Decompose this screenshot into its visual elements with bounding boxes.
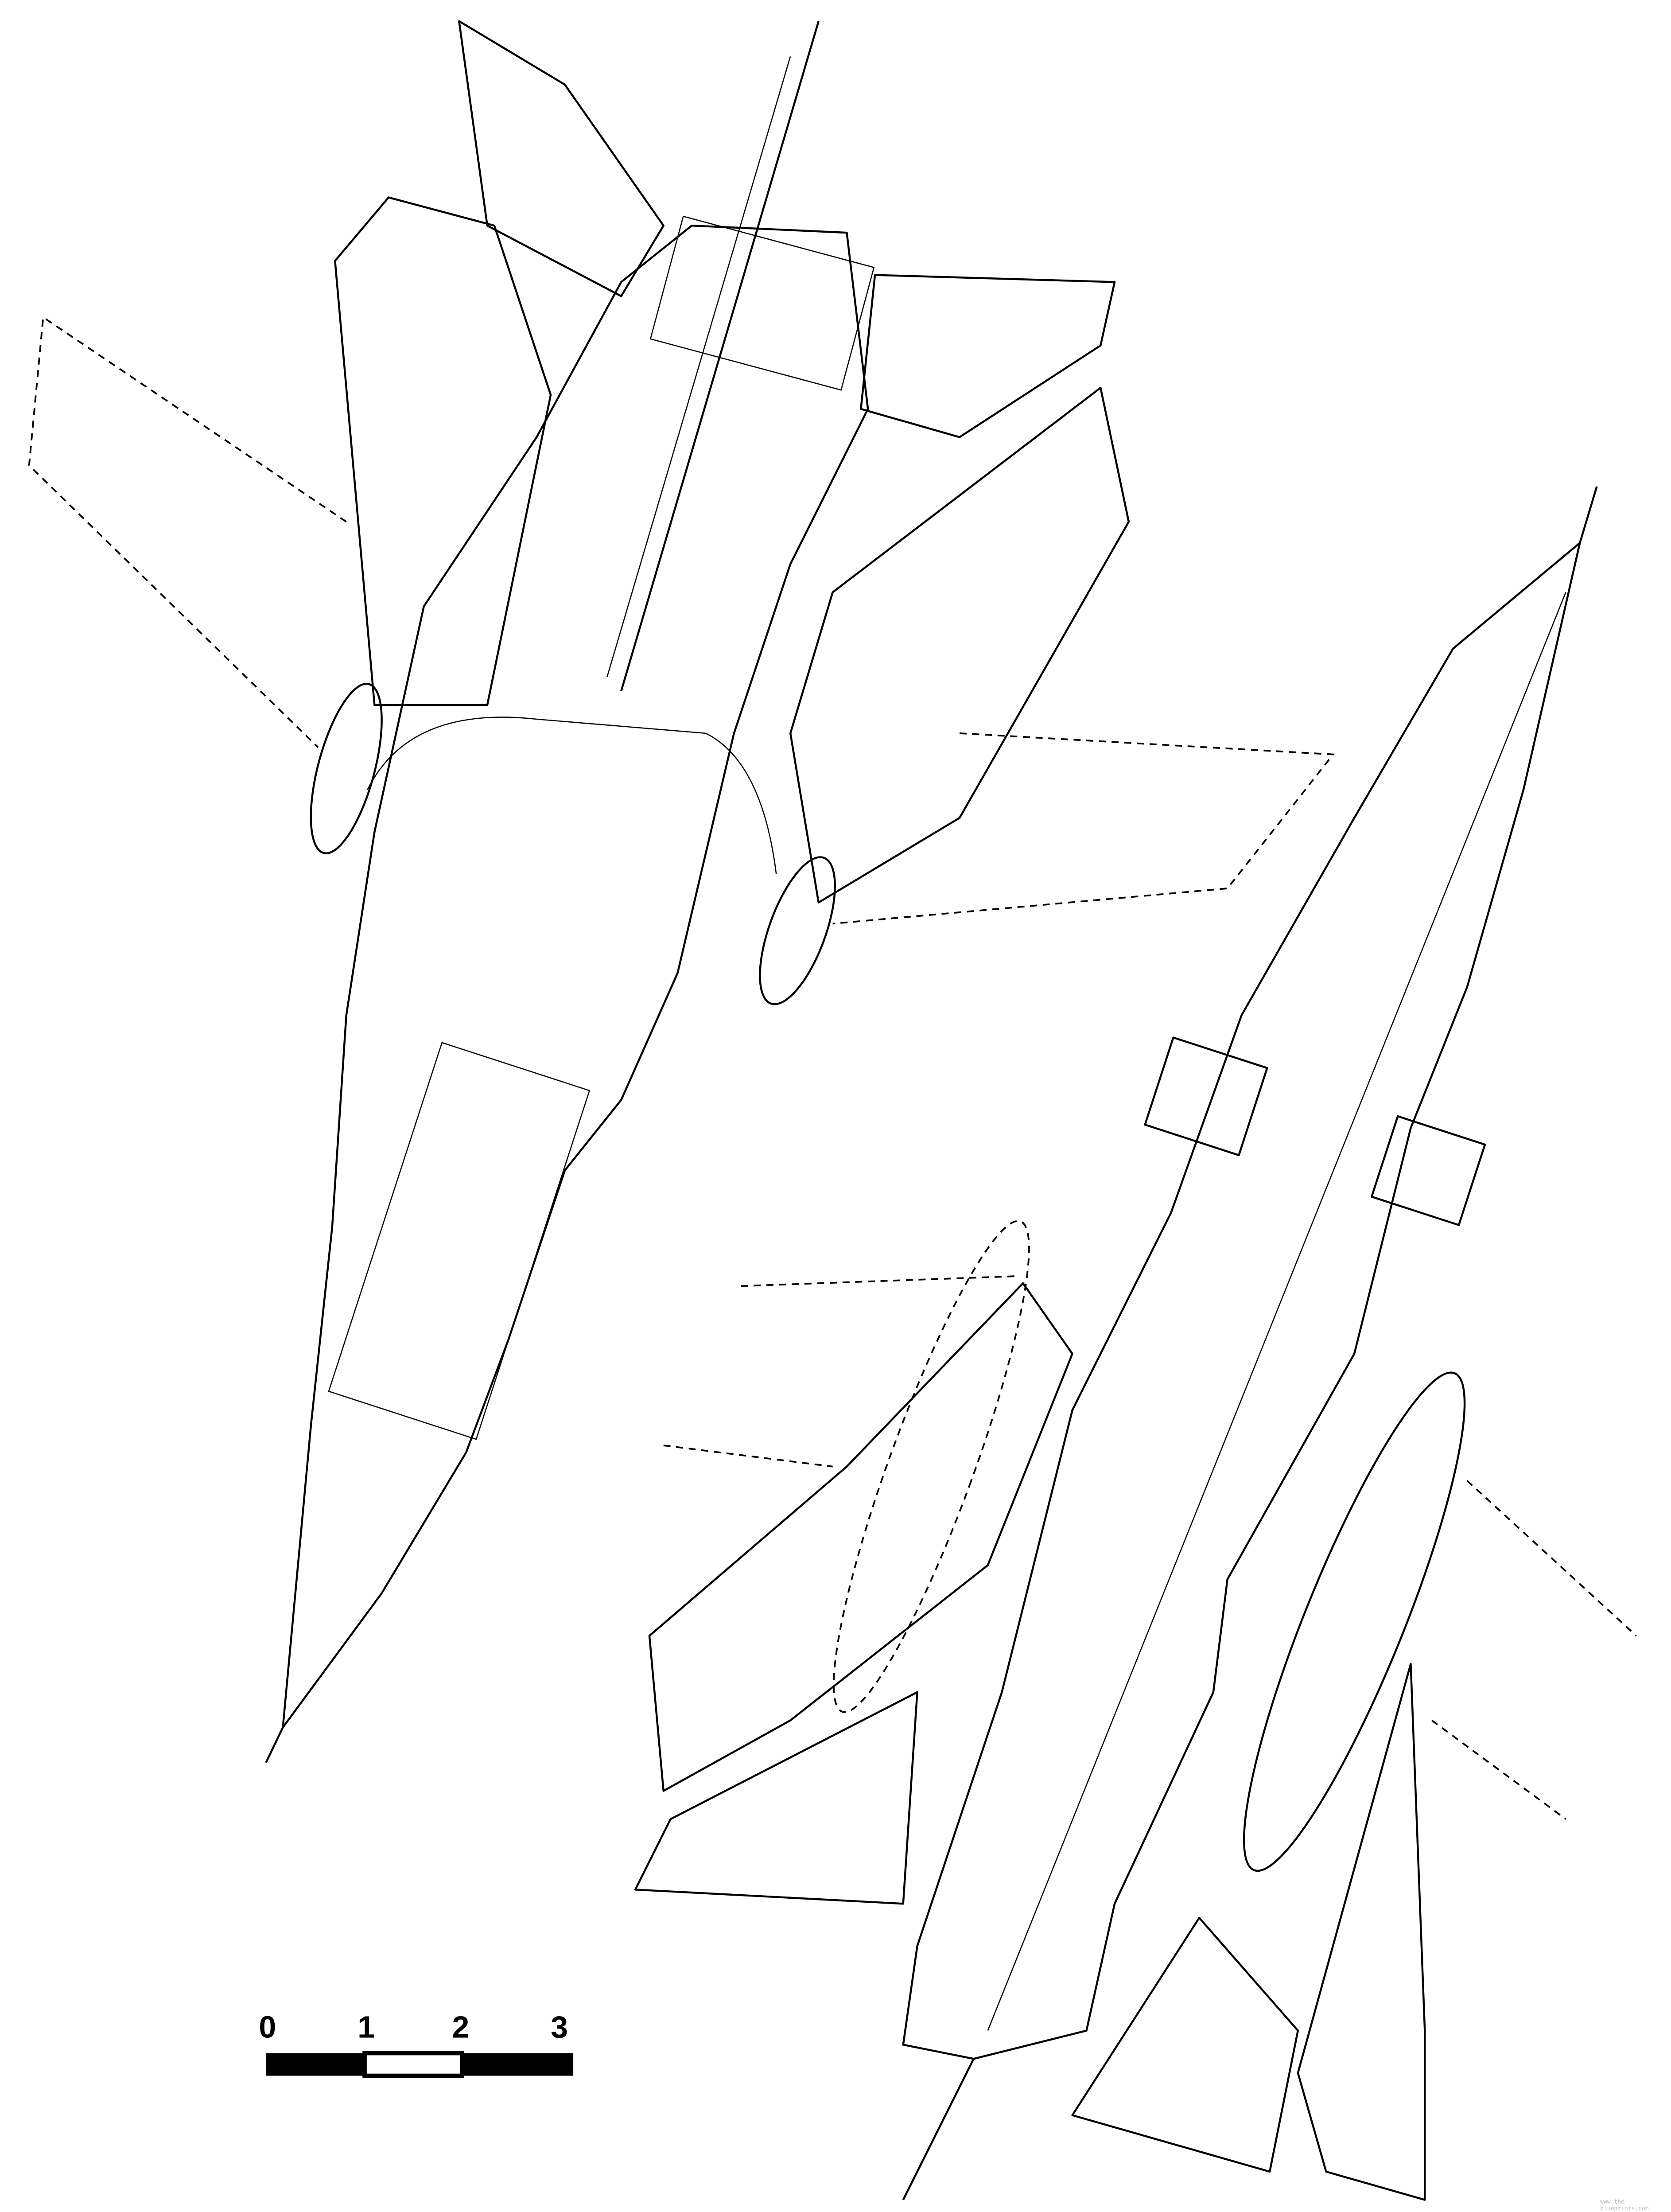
fuselage-outline (902, 541, 1581, 2060)
intake-right (1371, 1115, 1486, 1226)
left-tailplane (634, 1691, 918, 1905)
wing-glove (367, 717, 777, 875)
scale-segment-3 (462, 2053, 574, 2076)
scale-bar: 0 1 2 3 (259, 2010, 574, 2078)
right-tailplane (860, 274, 1116, 438)
aircraft-top-view (28, 20, 1335, 1763)
left-tailplane (458, 20, 665, 297)
intake-left (1144, 1036, 1268, 1157)
left-wing (334, 196, 552, 706)
tail-probe (902, 2058, 975, 2200)
wing-sweep-dashed-left (28, 315, 347, 748)
fuel-tank-right (759, 856, 836, 1005)
right-wing (1297, 1663, 1426, 2201)
fuel-tank-left (310, 682, 383, 854)
scale-segment-2 (362, 2051, 464, 2078)
wing-sweep-dashed-2 (663, 1445, 833, 1468)
right-wing (789, 386, 1130, 903)
scale-segment-1 (266, 2053, 365, 2076)
fuel-tank (1243, 1371, 1466, 1872)
engine-bay (649, 215, 875, 391)
centreline (987, 592, 1566, 2031)
dashed-tank-position (833, 1220, 1030, 1713)
nose-probe (265, 1727, 284, 1763)
fuselage-outline (282, 224, 869, 1729)
scale-label-3: 3 (551, 2010, 568, 2045)
wing-sweep-dashed-4 (1431, 1719, 1566, 1820)
scale-label-1: 1 (358, 2010, 375, 2045)
panel-line (606, 56, 791, 677)
left-wing (648, 1282, 1073, 1792)
watermark: www.the-blueprints.com (1600, 2199, 1649, 2212)
wing-sweep-dashed-1 (741, 1275, 1016, 1287)
aircraft-bottom-view (634, 486, 1637, 2201)
wing-sweep-dashed-right (832, 732, 1335, 925)
scale-label-2: 2 (452, 2010, 469, 2045)
right-tailplane (1071, 1916, 1299, 2173)
fin-spine (620, 21, 820, 692)
scale-label-0: 0 (259, 2010, 276, 2045)
cockpit-bay (328, 1042, 591, 1440)
nose-probe (1579, 486, 1598, 543)
wing-sweep-dashed-3 (1466, 1480, 1637, 1636)
